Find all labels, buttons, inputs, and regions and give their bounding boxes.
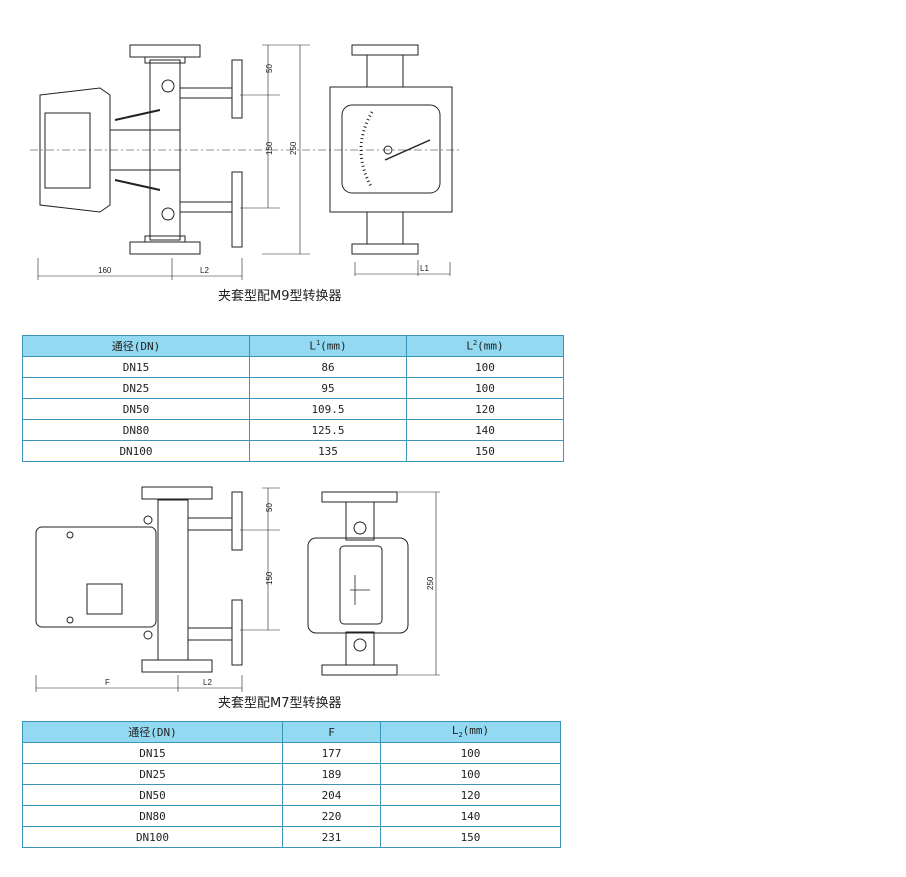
table-header-row: 通径(DN) L1(mm) L2(mm) bbox=[22, 335, 564, 357]
dim-160: 160 bbox=[98, 266, 112, 275]
m9-caption: 夹套型配M9型转换器 bbox=[218, 289, 342, 304]
dim-50: 50 bbox=[265, 64, 274, 73]
dim-l2: L2 bbox=[200, 266, 209, 275]
cell: DN15 bbox=[22, 742, 283, 764]
cell: DN50 bbox=[22, 784, 283, 806]
header-dn: 通径(DN) bbox=[22, 335, 250, 357]
dim-250: 250 bbox=[289, 141, 298, 155]
dim-150: 150 bbox=[265, 141, 274, 155]
dim-250: 250 bbox=[426, 576, 435, 590]
m9-flowmeter-drawing: 50 150 250 160 L2 L1 bbox=[30, 44, 460, 280]
m7-caption: 夹套型配M7型转换器 bbox=[218, 696, 342, 711]
cell: 150 bbox=[380, 826, 561, 848]
dim-l2: L2 bbox=[203, 678, 212, 687]
cell: 177 bbox=[282, 742, 381, 764]
cell: 109.5 bbox=[249, 398, 407, 420]
cell: 125.5 bbox=[249, 419, 407, 441]
cell: 100 bbox=[406, 356, 564, 378]
cell: DN100 bbox=[22, 826, 283, 848]
cell: 135 bbox=[249, 440, 407, 462]
header-l1: L1(mm) bbox=[249, 335, 407, 357]
cell: 100 bbox=[406, 377, 564, 399]
cell: 100 bbox=[380, 763, 561, 785]
cell: 120 bbox=[380, 784, 561, 806]
cell: 189 bbox=[282, 763, 381, 785]
table-header-row: 通径(DN) F L2(mm) bbox=[22, 721, 561, 743]
cell: 140 bbox=[406, 419, 564, 441]
cell: DN50 bbox=[22, 398, 250, 420]
cell: DN100 bbox=[22, 440, 250, 462]
header-l2: L2(mm) bbox=[406, 335, 564, 357]
cell: 231 bbox=[282, 826, 381, 848]
cell: DN80 bbox=[22, 805, 283, 827]
cell: DN25 bbox=[22, 763, 283, 785]
cell: 204 bbox=[282, 784, 381, 806]
m7-flowmeter-drawing: 50 150 250 F L2 bbox=[35, 486, 440, 692]
dim-f: F bbox=[105, 678, 110, 687]
cell: DN15 bbox=[22, 356, 250, 378]
cell: 220 bbox=[282, 805, 381, 827]
header-l2: L2(mm) bbox=[380, 721, 561, 743]
cell: 150 bbox=[406, 440, 564, 462]
cell: DN80 bbox=[22, 419, 250, 441]
header-f: F bbox=[282, 721, 381, 743]
dim-l1: L1 bbox=[420, 264, 429, 273]
cell: DN25 bbox=[22, 377, 250, 399]
cell: 86 bbox=[249, 356, 407, 378]
cell: 120 bbox=[406, 398, 564, 420]
header-dn: 通径(DN) bbox=[22, 721, 283, 743]
cell: 95 bbox=[249, 377, 407, 399]
cell: 100 bbox=[380, 742, 561, 764]
cell: 140 bbox=[380, 805, 561, 827]
dim-50: 50 bbox=[265, 503, 274, 512]
dim-150: 150 bbox=[265, 571, 274, 585]
